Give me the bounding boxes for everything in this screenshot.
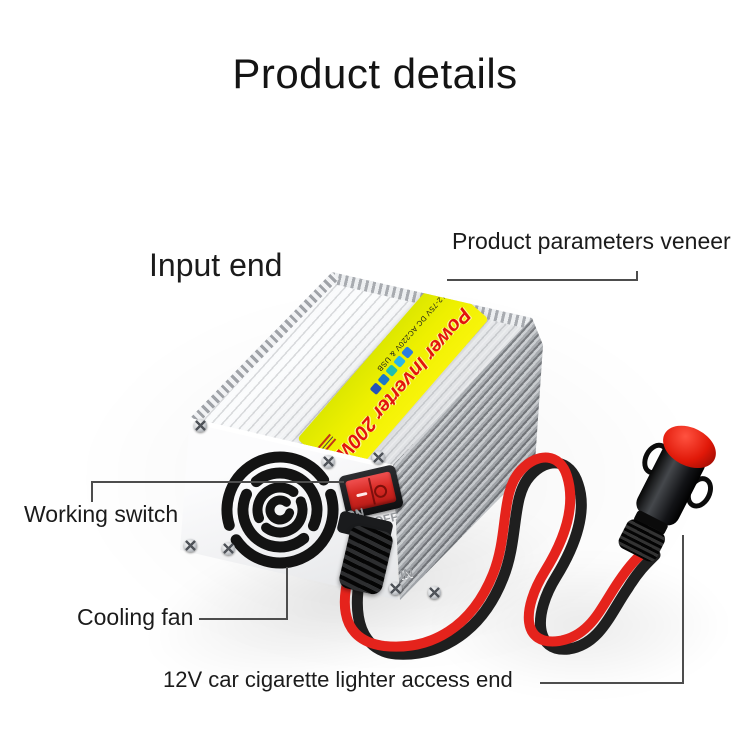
callout-working-switch: Working switch: [24, 501, 179, 527]
cooling-fan-grille: [221, 451, 339, 569]
leader-line-cooling-fan: [199, 618, 288, 620]
screw: [372, 451, 385, 464]
leader-tick-working-switch: [91, 481, 93, 502]
screw: [428, 586, 441, 599]
cigarette-lighter-plug: [590, 417, 724, 574]
cable-black-strand: [351, 457, 661, 660]
callout-cooling-fan: Cooling fan: [77, 604, 194, 630]
leader-tick-params: [636, 271, 638, 281]
leader-line-params: [447, 279, 638, 281]
screw: [194, 419, 207, 432]
screw: [184, 539, 197, 552]
callout-input-end: Input end: [149, 247, 283, 283]
leader-tick-access-end: [682, 535, 684, 684]
leader-line-access-end: [540, 682, 684, 684]
leader-line-working-switch: [91, 481, 344, 483]
callout-product-parameters-veneer: Product parameters veneer: [452, 228, 731, 254]
screw: [322, 455, 335, 468]
page-title: Product details: [232, 50, 518, 97]
screw: [389, 582, 402, 595]
cable-red-strand: [339, 452, 653, 652]
screw: [222, 542, 235, 555]
callout-access-end: 12V car cigarette lighter access end: [163, 667, 513, 692]
leader-tick-cooling-fan: [286, 567, 288, 620]
